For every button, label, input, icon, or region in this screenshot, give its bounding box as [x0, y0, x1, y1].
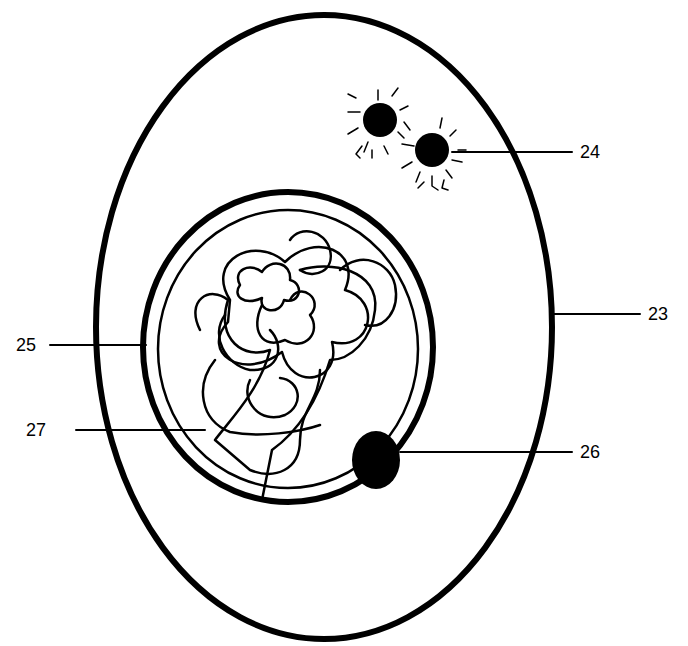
nuclear-envelope	[143, 192, 433, 502]
centrosome	[348, 88, 466, 190]
callout-number: 26	[580, 443, 600, 461]
nucleolus	[352, 431, 400, 489]
callout-number: 27	[26, 421, 46, 439]
callout-number: 25	[16, 336, 36, 354]
nuclear-envelope-inner	[158, 210, 418, 488]
cell-membrane	[96, 15, 552, 639]
callout-number: 23	[648, 305, 668, 323]
leader-line	[50, 152, 640, 452]
callout-number: 24	[580, 143, 600, 161]
